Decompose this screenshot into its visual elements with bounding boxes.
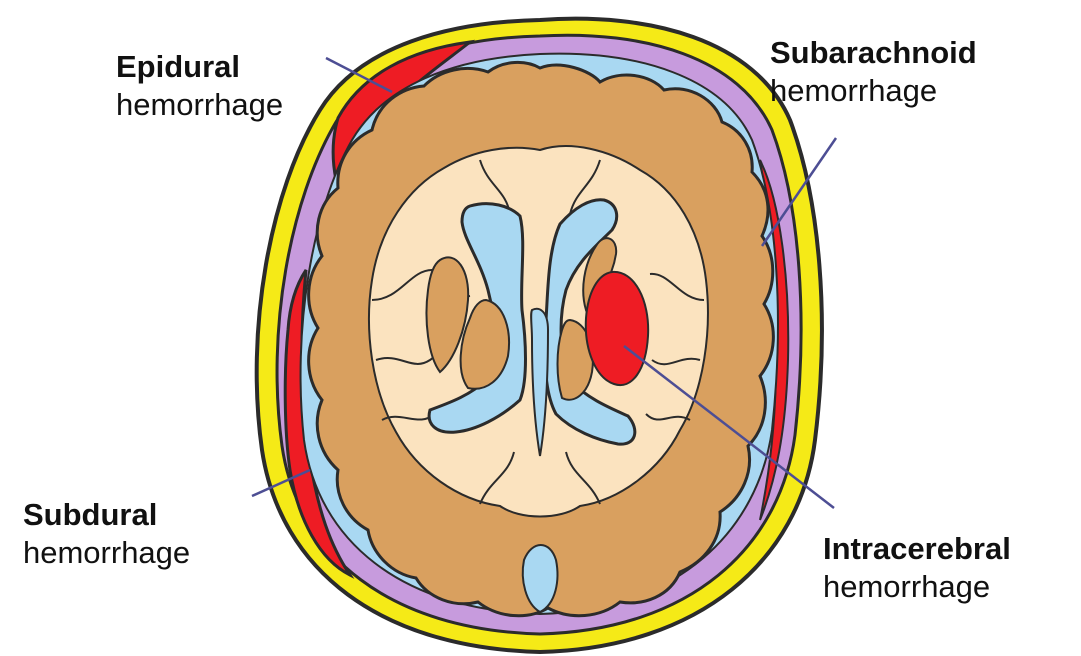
epidural-label: Epidural hemorrhage bbox=[116, 48, 283, 124]
epidural-label-rest: hemorrhage bbox=[116, 86, 283, 124]
intracerebral-label-bold: Intracerebral bbox=[823, 530, 1011, 568]
intracerebral-label-rest: hemorrhage bbox=[823, 568, 1011, 606]
subdural-label-bold: Subdural bbox=[23, 496, 190, 534]
subdural-label: Subdural hemorrhage bbox=[23, 496, 190, 572]
subarachnoid-label: Subarachnoid hemorrhage bbox=[770, 34, 977, 110]
intracerebral-label: Intracerebral hemorrhage bbox=[823, 530, 1011, 606]
subarachnoid-label-rest: hemorrhage bbox=[770, 72, 977, 110]
epidural-label-bold: Epidural bbox=[116, 48, 283, 86]
subarachnoid-label-bold: Subarachnoid bbox=[770, 34, 977, 72]
subdural-label-rest: hemorrhage bbox=[23, 534, 190, 572]
intracerebral-hemorrhage-region bbox=[586, 272, 648, 385]
